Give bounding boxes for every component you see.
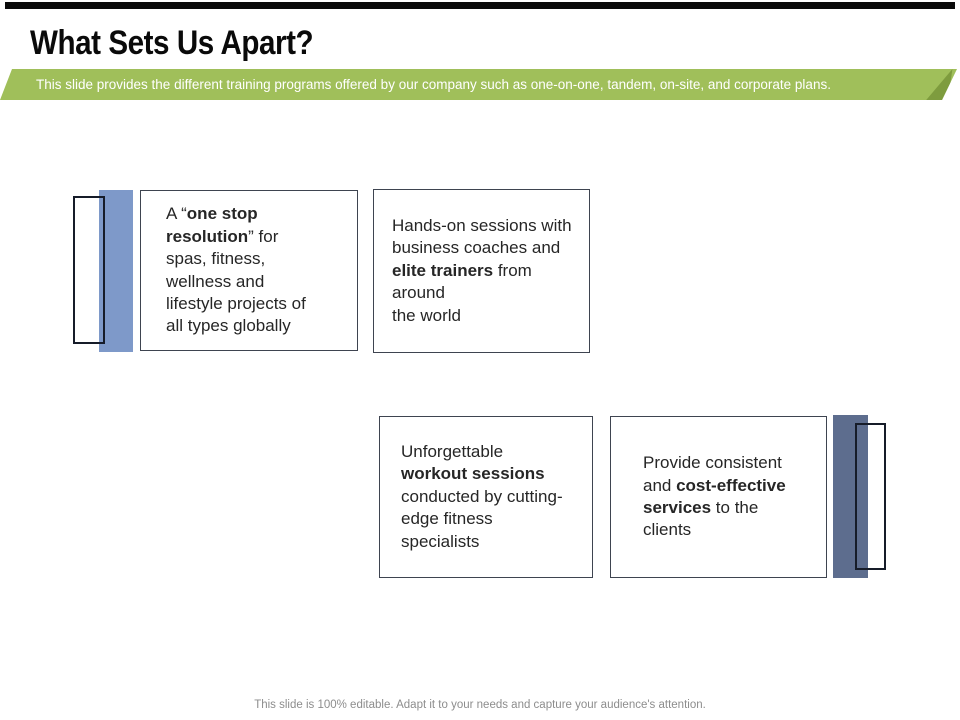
card-text-pre: Unforgettable bbox=[401, 441, 504, 461]
card-text-bold: one stop resolution bbox=[166, 204, 258, 246]
accent-bar-right bbox=[833, 415, 868, 578]
card-text-pre: A “ bbox=[166, 204, 187, 224]
card-text-bold: workout sessions bbox=[401, 464, 545, 484]
card-text-pre: Hands-on sessions with business coaches … bbox=[392, 215, 572, 258]
card-text-post: ” for spas, fitness, wellness and lifest… bbox=[166, 226, 306, 336]
card-text: Hands-on sessions with business coaches … bbox=[374, 215, 589, 327]
footer-note: This slide is 100% editable. Adapt it to… bbox=[254, 699, 706, 711]
card-elite-trainers: Hands-on sessions with business coaches … bbox=[373, 189, 590, 353]
card-text-post: to the clients bbox=[643, 498, 759, 540]
card-text: A “one stop resolution” for spas, fitnes… bbox=[141, 203, 308, 337]
card-text-bold: elite trainers bbox=[392, 260, 494, 280]
card-text: Unforgettable workout sessions conducted… bbox=[380, 441, 565, 553]
card-workout-sessions: Unforgettable workout sessions conducted… bbox=[379, 416, 593, 578]
top-border-bar bbox=[5, 2, 955, 9]
card-text-bold: cost-effective services bbox=[643, 475, 786, 517]
outline-rect-left bbox=[73, 196, 105, 344]
card-text-pre: Provide consistent and bbox=[643, 453, 782, 495]
card-cost-effective-services: Provide consistent and cost-effective se… bbox=[610, 416, 827, 578]
subtitle-text: This slide provides the different traini… bbox=[36, 77, 831, 92]
card-one-stop-resolution: A “one stop resolution” for spas, fitnes… bbox=[140, 190, 358, 351]
card-text-post: from around the world bbox=[392, 260, 532, 325]
page-title: What Sets Us Apart? bbox=[30, 24, 314, 62]
card-text: Provide consistent and cost-effective se… bbox=[611, 452, 788, 542]
subtitle-banner: This slide provides the different traini… bbox=[0, 69, 957, 100]
card-text-post: conducted by cutting- edge fitness speci… bbox=[401, 486, 563, 551]
outline-rect-right bbox=[855, 423, 886, 570]
